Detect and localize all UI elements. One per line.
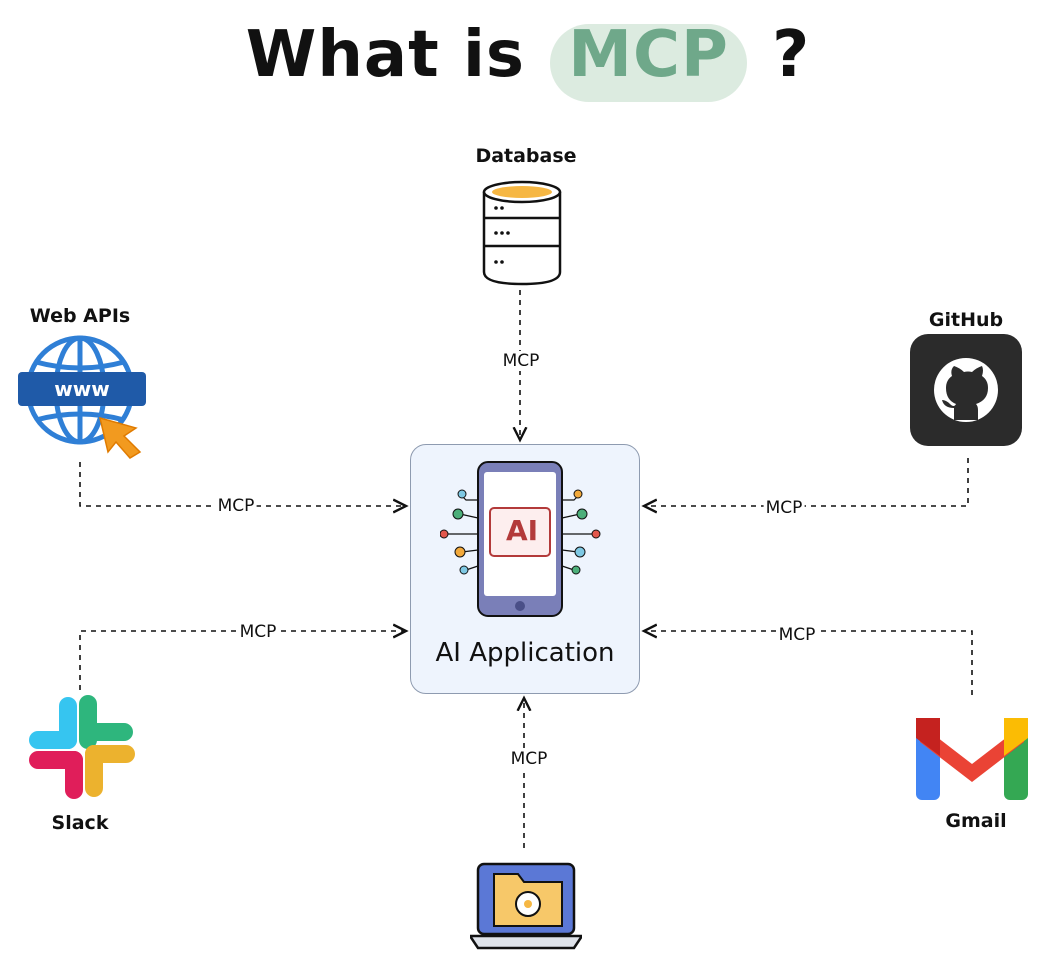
gmail-icon [916, 718, 1028, 800]
edge-label-web-apis: MCP [215, 496, 257, 516]
title-suffix: ? [772, 18, 811, 92]
github-label: GitHub [928, 309, 1004, 331]
edge-web-apis [79, 462, 406, 506]
web-apis-label: Web APIs [29, 305, 131, 327]
title-highlight: MCP [550, 18, 747, 102]
laptop-folder-icon [470, 862, 582, 950]
slack-icon [29, 695, 135, 799]
slack-label: Slack [51, 812, 109, 834]
globe-www-icon: www [18, 335, 146, 459]
edge-label-slack: MCP [237, 622, 279, 642]
title-prefix: What is [245, 18, 525, 92]
gmail-label: Gmail [945, 810, 1007, 832]
phone-ai-icon [440, 461, 601, 617]
page-title: What is MCP ? [0, 18, 1056, 102]
edge-label-files: MCP [508, 749, 550, 769]
edge-label-database: MCP [500, 351, 542, 371]
www-text: www [54, 377, 109, 401]
ai-application-label: AI Application [435, 638, 615, 668]
edge-label-gmail: MCP [776, 625, 818, 645]
github-icon [910, 334, 1022, 446]
edge-gmail [644, 631, 973, 695]
edge-github [644, 458, 969, 506]
database-icon [482, 180, 562, 286]
edge-label-github: MCP [763, 498, 805, 518]
ai-badge: AI [505, 514, 539, 547]
database-label: Database [475, 145, 577, 167]
